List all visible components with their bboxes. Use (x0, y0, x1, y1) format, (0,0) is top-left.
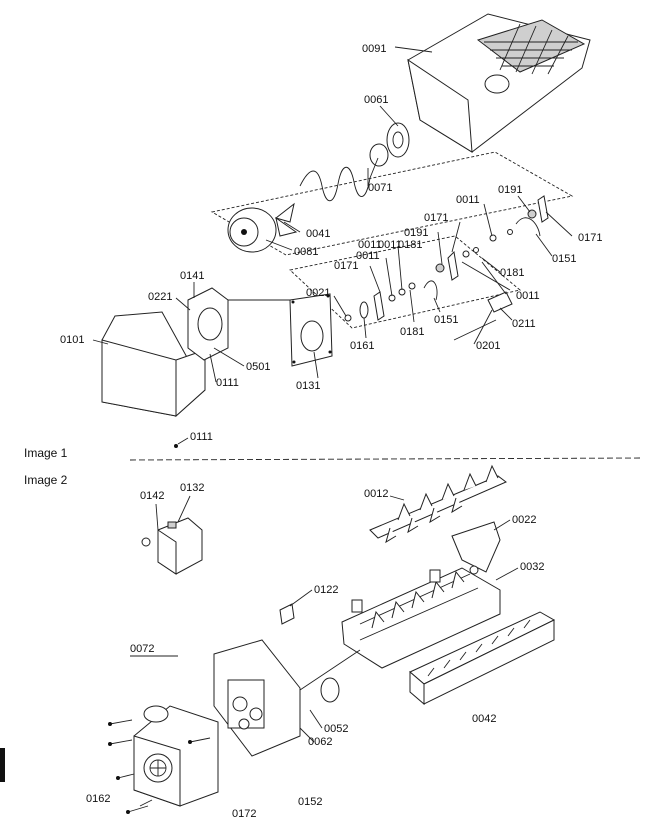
part-label: 0501 (246, 361, 270, 373)
part-label: 0062 (308, 736, 332, 748)
clip-part (279, 603, 295, 625)
part-label: 0201 (476, 340, 500, 352)
part-label: 0011 (358, 239, 382, 251)
control-frame-part (213, 639, 361, 757)
part-number-labels: 0091 0061 0071 0041 0081 0141 0221 0101 … (60, 43, 602, 820)
drive-disc-part (386, 122, 410, 158)
assembly-plane-outline (210, 151, 574, 256)
leader-lines-image1 (92, 46, 573, 383)
motor-housing-part (133, 705, 219, 807)
assembly-plane-outline-lower (289, 235, 521, 329)
part-label: 0151 (434, 314, 458, 326)
part-label: 0131 (296, 380, 320, 392)
section-label-image1: Image 1 (24, 446, 68, 460)
part-label: 0041 (306, 228, 330, 240)
mounting-plate-part (289, 293, 333, 367)
part-label: 0141 (180, 270, 204, 282)
part-label: 0162 (86, 793, 110, 805)
part-label: 0101 (60, 334, 84, 346)
part-label: 0122 (314, 584, 338, 596)
part-label: 0052 (324, 723, 348, 735)
part-label: 0132 (180, 482, 204, 494)
part-label: 0221 (148, 291, 172, 303)
part-label: 0011 (378, 239, 402, 251)
leader-lines-image2 (130, 495, 519, 807)
part-label: 0191 (404, 227, 428, 239)
motor-bracket-part (187, 287, 301, 361)
part-label: 0111 (216, 377, 239, 389)
part-label: 0011 (456, 194, 480, 206)
part-label: 0181 (398, 239, 422, 251)
part-label: 0172 (232, 808, 256, 820)
part-label: 0011 (356, 250, 380, 262)
part-label: 0021 (306, 287, 330, 299)
part-label: 0181 (500, 267, 524, 279)
part-label: 0152 (298, 796, 322, 808)
part-label: 0012 (364, 488, 388, 500)
part-label: 0171 (334, 260, 358, 272)
part-label: 0061 (364, 94, 388, 106)
screws-parts (108, 719, 211, 814)
part-label: 0072 (130, 643, 154, 655)
thermostat-box-part (141, 517, 203, 575)
part-label: 0091 (362, 43, 386, 55)
part-label: 0171 (578, 232, 602, 244)
fan-blade-part (274, 202, 298, 237)
part-label: 0191 (498, 184, 522, 196)
part-label: 0161 (350, 340, 374, 352)
part-label: 0011 (516, 290, 540, 302)
part-label: 0042 (472, 713, 496, 725)
section-separator (129, 457, 641, 461)
ejector-rake-part (369, 464, 507, 544)
part-label: 0142 (140, 490, 164, 502)
ring-part (369, 143, 389, 167)
part-label: 0211 (512, 318, 536, 330)
part-label: 0032 (520, 561, 544, 573)
part-label: 0151 (552, 253, 576, 265)
part-label: 0022 (512, 514, 536, 526)
part-label: 0111 (190, 431, 213, 443)
small-bracket-part (451, 521, 501, 573)
auger-spring-part (299, 157, 379, 202)
ice-bin-tray-part (409, 611, 556, 706)
part-label: 0181 (400, 326, 424, 338)
scan-edge-mark (0, 748, 5, 782)
part-label: 0071 (368, 182, 392, 194)
ice-mold-tray-part (341, 567, 501, 669)
section-label-image2: Image 2 (24, 473, 68, 487)
screw-part (174, 444, 178, 448)
ice-bin-part (407, 13, 591, 153)
part-label: 0171 (424, 212, 448, 224)
part-label: 0081 (294, 246, 318, 258)
fan-wheel-part (227, 207, 277, 253)
